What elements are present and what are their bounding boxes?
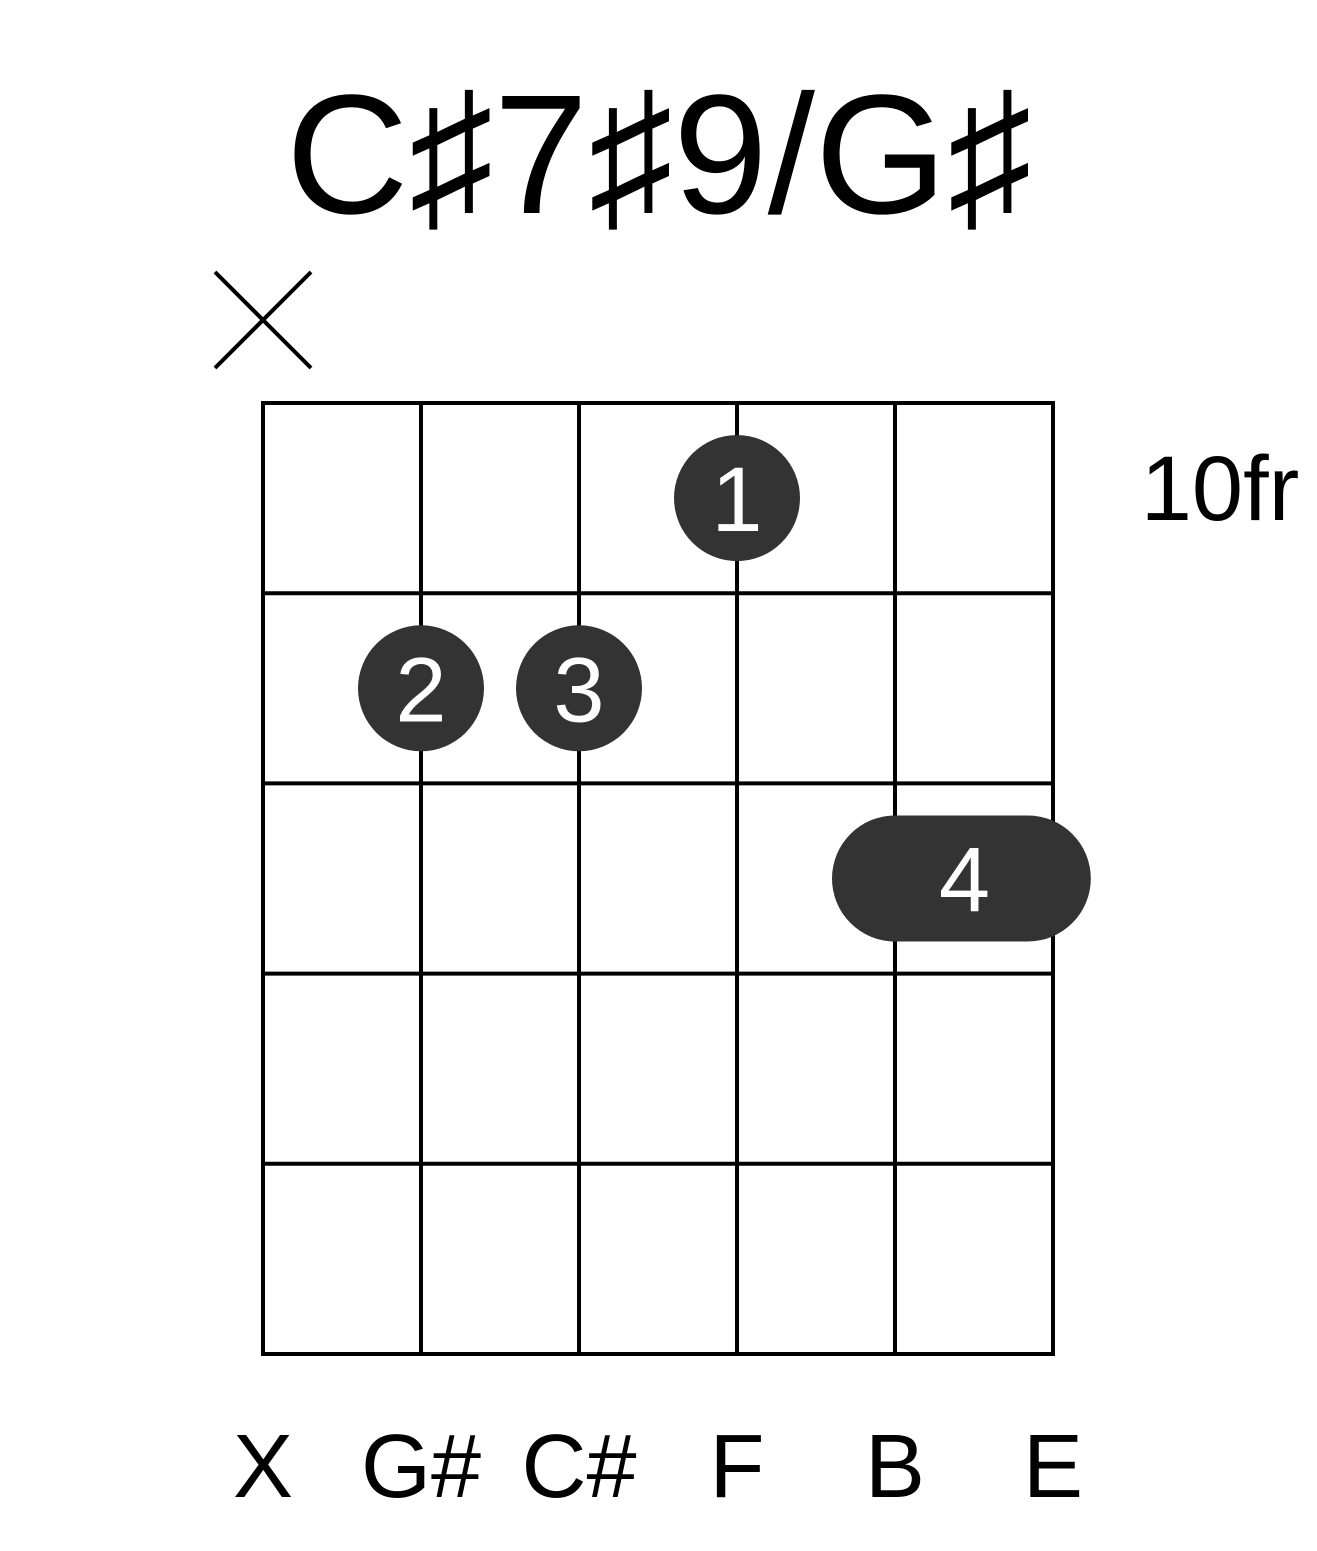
finger-number: 4 bbox=[939, 830, 990, 932]
start-fret-label: 10fr bbox=[1141, 438, 1300, 540]
finger-dot: 3 bbox=[516, 625, 642, 752]
string-note-label: E bbox=[1023, 1417, 1083, 1517]
finger-number: 1 bbox=[711, 449, 762, 551]
finger-dots: 1 2 3 4 bbox=[358, 435, 1091, 942]
finger-dot: 2 bbox=[358, 625, 484, 752]
mute-stroke bbox=[213, 270, 313, 370]
finger-number: 3 bbox=[553, 639, 604, 741]
string-note-label: G# bbox=[361, 1417, 481, 1517]
finger-number: 2 bbox=[395, 639, 446, 741]
finger-dot: 4 bbox=[832, 815, 1091, 942]
finger-circle bbox=[516, 625, 642, 752]
finger-dot: 1 bbox=[674, 435, 800, 562]
string-note-label: C# bbox=[521, 1417, 636, 1517]
string-note-label: X bbox=[233, 1417, 293, 1517]
mute-markers bbox=[213, 270, 313, 370]
muted-string-icon bbox=[213, 270, 313, 370]
finger-circle bbox=[358, 625, 484, 752]
string-note-label: F bbox=[710, 1417, 765, 1517]
string-note-label: B bbox=[865, 1417, 925, 1517]
chord-title: C♯7♯9/G♯ bbox=[286, 60, 1032, 250]
finger-circle bbox=[674, 435, 800, 562]
finger-barre-shape bbox=[832, 815, 1091, 942]
